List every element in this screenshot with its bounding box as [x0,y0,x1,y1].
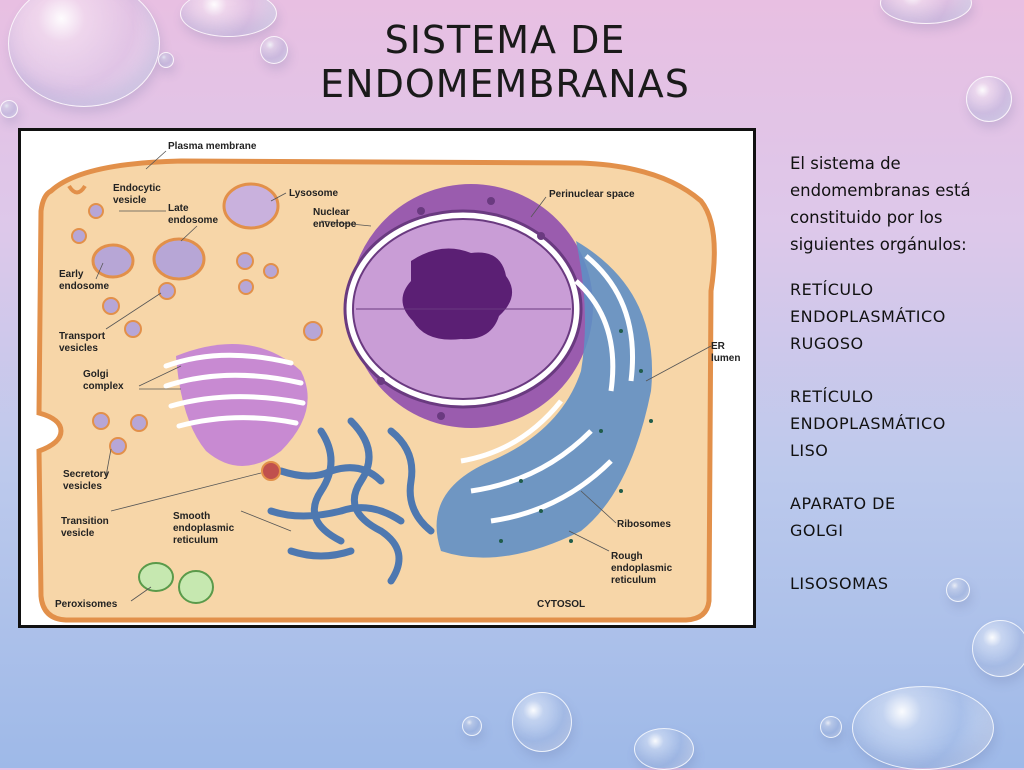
smooth-er [267,417,435,585]
water-drop-decoration [462,716,482,736]
label-transport-vesicles-2: vesicles [59,343,98,354]
peroxisomes [138,562,214,604]
label-endocytic-vesicle-2: vesicle [113,195,147,206]
water-drop-decoration [180,0,277,37]
label-rough-er-3: reticulum [611,575,656,586]
water-drop-decoration [634,728,694,770]
golgi-complex [163,344,308,466]
slide-title: SISTEMA DE ENDOMEMBRANAS [250,18,760,106]
water-drop-decoration [880,0,972,24]
label-smooth-er-3: reticulum [173,535,218,546]
intro-paragraph: El sistema de endomembranas está constit… [790,154,971,254]
water-drop-decoration [946,578,970,602]
cell-diagram-figure: Plasma membrane Endocytic vesicle Late e… [18,128,756,628]
label-ribosomes: Ribosomes [617,519,671,530]
water-drop-decoration [972,620,1024,677]
organelle-item-smooth-er: RETÍCULO ENDOPLASMÁTICO LISO [790,387,946,460]
organelle-item-golgi: APARATO DE GOLGI [790,494,896,540]
label-rough-er-1: Rough [611,551,643,562]
label-transition-vesicle-2: vesicle [61,528,95,539]
label-transport-vesicles-1: Transport [59,331,106,342]
water-drop-decoration [158,52,174,68]
title-line-2: ENDOMEMBRANAS [320,62,690,106]
transport-vesicles [71,203,323,341]
water-drop-decoration [852,686,994,770]
label-peroxisomes: Peroxisomes [55,599,118,610]
cell-diagram: Plasma membrane Endocytic vesicle Late e… [36,141,740,623]
label-er-lumen-1: ER [711,341,726,352]
label-early-endosome-2: endosome [59,281,109,292]
label-golgi-complex-2: complex [83,381,124,392]
label-secretory-vesicles-2: vesicles [63,481,102,492]
label-secretory-vesicles-1: Secretory [63,469,110,480]
label-nuclear-envelope-2: envelope [313,219,357,230]
label-late-endosome-1: Late [168,203,189,214]
label-lysosome: Lysosome [289,188,339,199]
label-plasma-membrane: Plasma membrane [168,141,257,152]
water-drop-decoration [512,692,572,752]
water-drop-decoration [260,36,288,64]
nucleus [343,184,593,428]
label-smooth-er-1: Smooth [173,511,210,522]
water-drop-decoration [8,0,160,107]
label-early-endosome-1: Early [59,269,84,280]
organelle-item-rough-er: RETÍCULO ENDOPLASMÁTICO RUGOSO [790,280,946,353]
label-golgi-complex-1: Golgi [83,369,109,380]
lysosome [222,182,280,230]
transition-vesicle [261,461,281,481]
label-rough-er-2: endoplasmic [611,563,673,574]
organelle-item-lysosomes: LISOSOMAS [790,574,889,593]
leader-lines [95,150,712,602]
label-nuclear-envelope-1: Nuclear [313,207,350,218]
early-endosome [91,243,135,279]
endocytic-pocket [67,184,87,195]
label-perinuclear-space: Perinuclear space [549,189,635,200]
secretory-vesicles [92,412,148,455]
rough-er [436,241,653,558]
water-drop-decoration [966,76,1012,122]
label-smooth-er-2: endoplasmic [173,523,235,534]
label-late-endosome-2: endosome [168,215,218,226]
organelles-text-box: El sistema de endomembranas está constit… [790,150,990,623]
label-endocytic-vesicle-1: Endocytic [113,183,161,194]
water-drop-decoration [0,100,18,118]
late-endosome [152,237,206,281]
label-cytosol: CYTOSOL [537,599,585,610]
water-drop-decoration [820,716,842,738]
label-er-lumen-2: lumen [711,353,740,364]
label-transition-vesicle-1: Transition [61,516,109,527]
title-line-1: SISTEMA DE [384,18,626,62]
